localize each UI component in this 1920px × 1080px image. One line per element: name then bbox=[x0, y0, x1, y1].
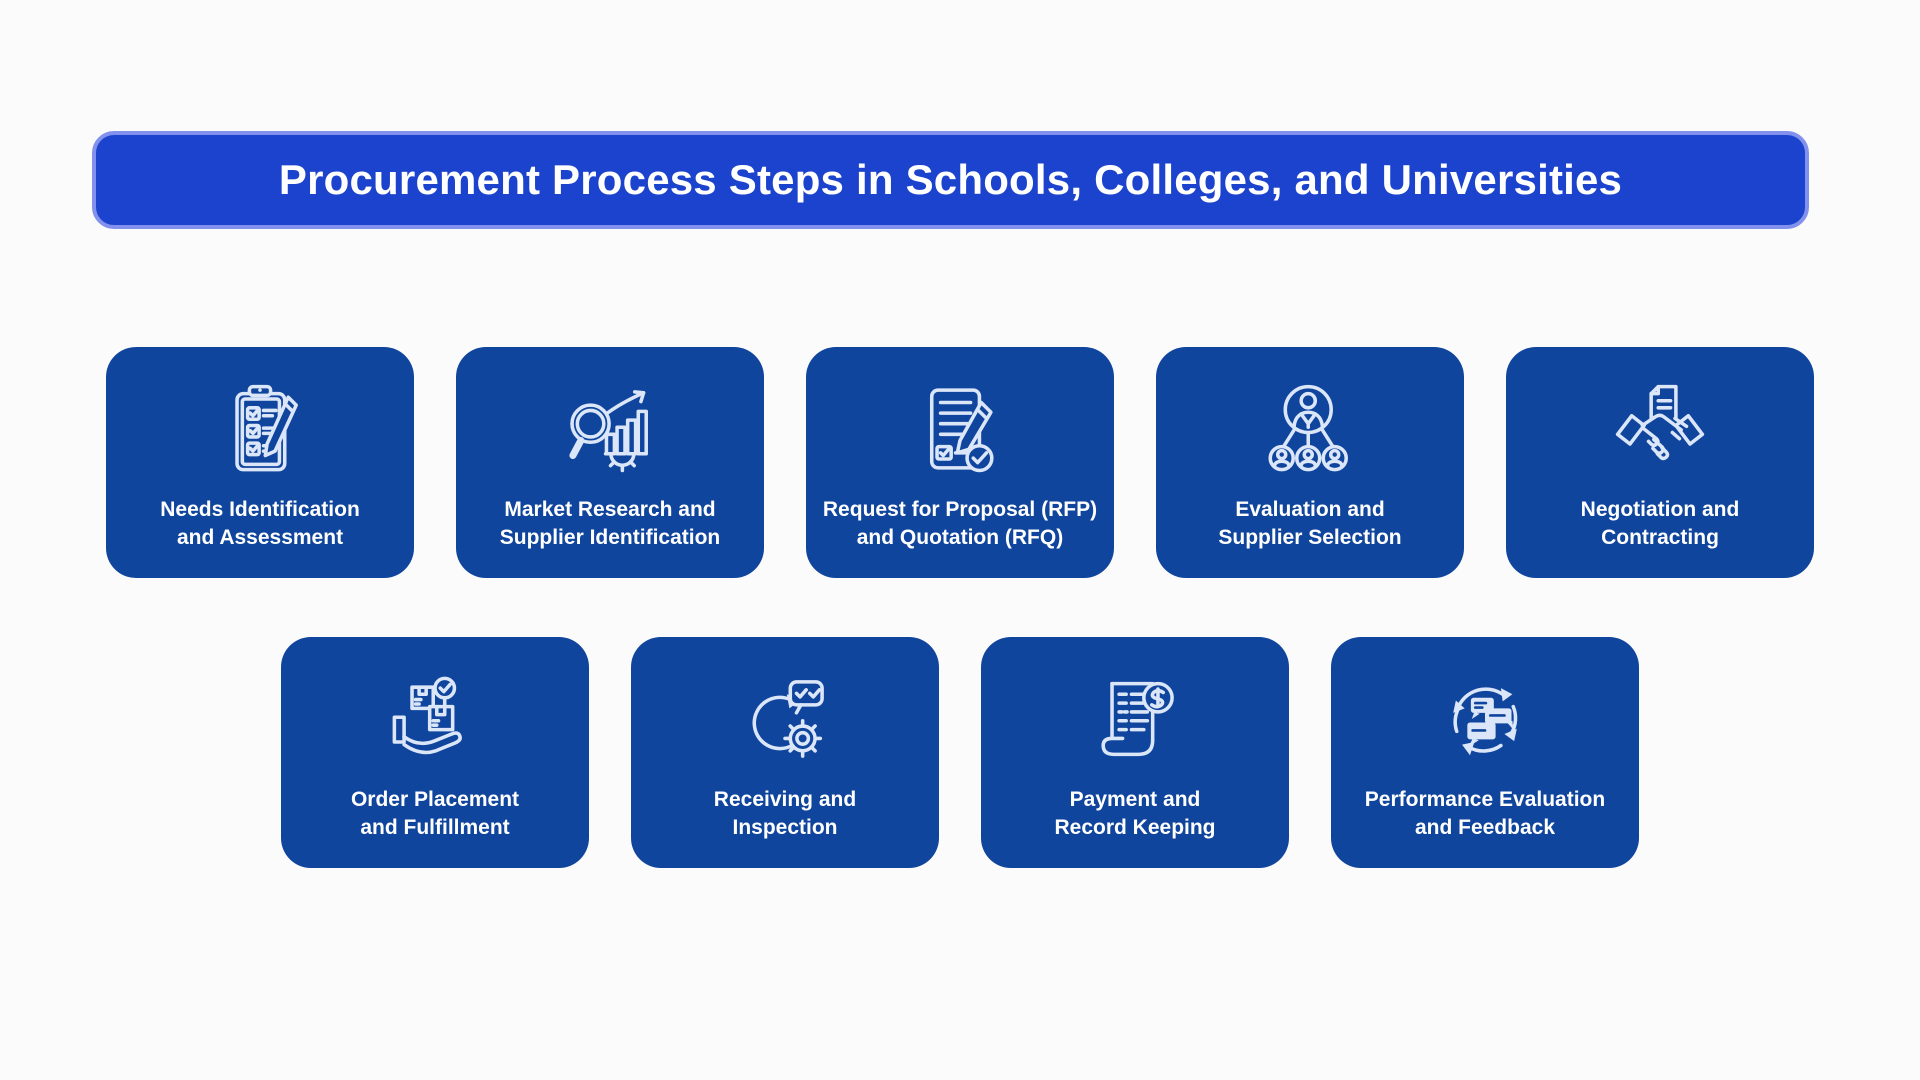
card-icon-wrap bbox=[377, 651, 493, 786]
card-icon-wrap bbox=[1252, 361, 1368, 496]
feedback-chat-cycle-icon bbox=[1453, 686, 1518, 755]
card-icon-wrap bbox=[1427, 651, 1543, 786]
card-label: Order Placement and Fulfillment bbox=[350, 788, 520, 839]
card-icon-wrap bbox=[902, 361, 1018, 496]
card-label: Receiving and Inspection bbox=[713, 788, 857, 839]
page-title-banner: Procurement Process Steps in Schools, Co… bbox=[92, 131, 1809, 229]
rfp-document-pencil-icon bbox=[929, 387, 994, 472]
card-order-placement: Order Placement and Fulfillment bbox=[281, 637, 589, 868]
card-needs-identification: Needs Identification and Assessment bbox=[106, 347, 414, 578]
market-research-magnifier-icon bbox=[569, 389, 648, 472]
card-label: Payment and Record Keeping bbox=[1054, 788, 1216, 839]
card-rfp-rfq: Request for Proposal (RFP) and Quotation… bbox=[806, 347, 1114, 578]
card-icon-wrap bbox=[1602, 361, 1718, 496]
card-market-research: Market Research and Supplier Identificat… bbox=[456, 347, 764, 578]
card-label: Evaluation and Supplier Selection bbox=[1218, 498, 1402, 549]
card-icon-wrap bbox=[727, 651, 843, 786]
handshake-contract-icon bbox=[1615, 384, 1705, 460]
process-row-1: Needs Identification and Assessment Mark… bbox=[0, 347, 1920, 578]
card-payment-records: Payment and Record Keeping bbox=[981, 637, 1289, 868]
card-performance-feedback: Performance Evaluation and Feedback bbox=[1331, 637, 1639, 868]
card-label: Needs Identification and Assessment bbox=[160, 498, 360, 549]
card-icon-wrap bbox=[552, 361, 668, 496]
process-row-2: Order Placement and Fulfillment Receivin… bbox=[0, 637, 1920, 868]
card-negotiation-contracting: Negotiation and Contracting bbox=[1506, 347, 1814, 578]
card-label: Request for Proposal (RFP) and Quotation… bbox=[822, 498, 1098, 549]
card-evaluation-selection: Evaluation and Supplier Selection bbox=[1156, 347, 1464, 578]
card-label: Market Research and Supplier Identificat… bbox=[499, 498, 721, 549]
card-label: Negotiation and Contracting bbox=[1580, 498, 1740, 549]
card-receiving-inspection: Receiving and Inspection bbox=[631, 637, 939, 868]
card-icon-wrap bbox=[1077, 651, 1193, 786]
card-icon-wrap bbox=[202, 361, 318, 496]
receipt-dollar-icon bbox=[1101, 681, 1174, 756]
card-label: Performance Evaluation and Feedback bbox=[1364, 788, 1606, 839]
hand-package-check-icon bbox=[392, 676, 462, 754]
page-title: Procurement Process Steps in Schools, Co… bbox=[278, 156, 1623, 203]
checklist-clipboard-icon bbox=[235, 384, 298, 471]
inspection-cycle-gear-icon bbox=[752, 679, 824, 758]
supplier-org-chart-icon bbox=[1268, 384, 1348, 471]
